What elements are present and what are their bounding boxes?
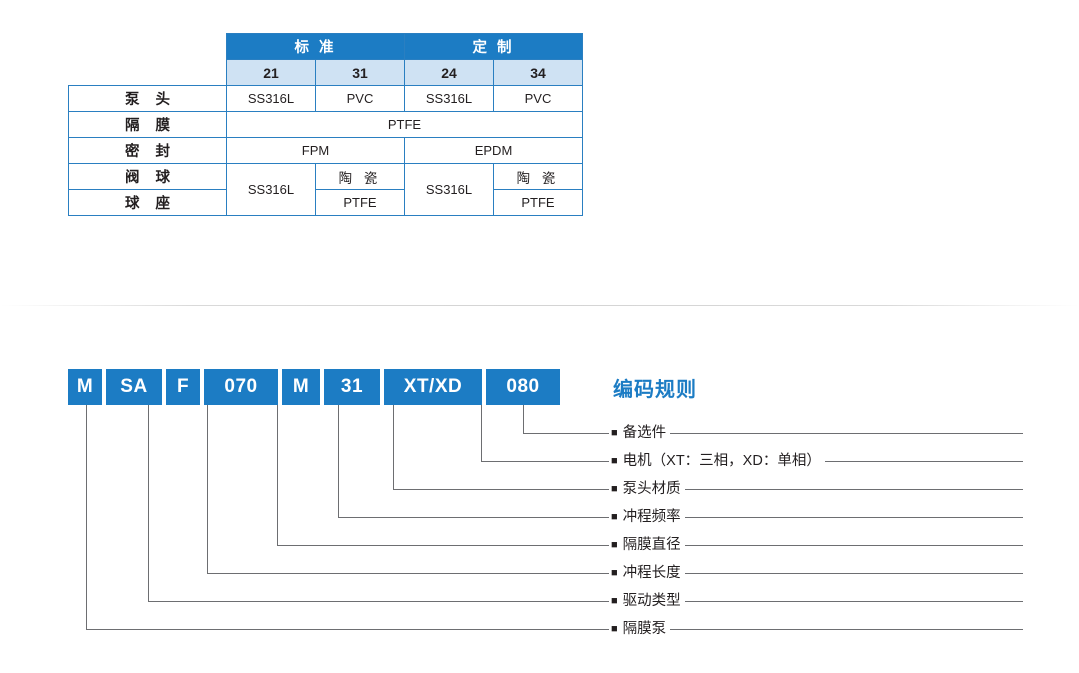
table-row: 球 座 PTFE PTFE — [68, 189, 583, 216]
table-row: 密 封 FPM EPDM — [68, 137, 583, 164]
legend-text-8: 隔膜泵 — [622, 621, 667, 637]
cell-valveball-21-seat: SS316L — [226, 163, 316, 216]
cell-pumphead-21: SS316L — [226, 85, 316, 112]
bullet-square-icon: ■ — [611, 427, 618, 439]
code-segment-2: SA — [106, 369, 162, 405]
code-segment-6: 31 — [324, 369, 380, 405]
legend-item-pump-head-material: ■ 泵头材质 — [609, 481, 685, 498]
code-segment-4: 070 — [204, 369, 278, 405]
table-row: 隔 膜 PTFE — [68, 111, 583, 138]
bullet-square-icon: ■ — [611, 483, 618, 495]
legend-item-stroke-length: ■ 冲程长度 — [609, 565, 685, 582]
group-header-custom: 定 制 — [404, 33, 583, 60]
table-corner-empty-2 — [69, 60, 227, 86]
material-spec-table: 标 准 定 制 21 31 24 34 泵 头 SS316L PVC SS316… — [68, 33, 583, 216]
row-label-ball-seat: 球 座 — [68, 189, 227, 216]
code-header-34: 34 — [493, 59, 583, 86]
bullet-square-icon: ■ — [611, 623, 618, 635]
legend-text-2: 电机（XT：三相，XD：单相） — [622, 453, 821, 469]
code-segment-3: F — [166, 369, 200, 405]
row-label-seal: 密 封 — [68, 137, 227, 164]
cell-valveball-24-seat: SS316L — [404, 163, 494, 216]
cell-ballseat-31: PTFE — [315, 189, 405, 216]
cell-ballseat-34: PTFE — [493, 189, 583, 216]
legend-text-3: 泵头材质 — [622, 481, 681, 497]
code-header-21: 21 — [226, 59, 316, 86]
table-row: 泵 头 SS316L PVC SS316L PVC — [68, 85, 583, 112]
bullet-square-icon: ■ — [611, 539, 618, 551]
table-corner-empty — [69, 34, 227, 60]
bullet-square-icon: ■ — [611, 455, 618, 467]
cell-seal-custom: EPDM — [404, 137, 583, 164]
legend-text-7: 驱动类型 — [622, 593, 681, 609]
table-group-header-row: 标 准 定 制 — [69, 33, 583, 60]
leader-vertical-5 — [277, 405, 278, 545]
code-segment-5: M — [282, 369, 320, 405]
cell-pumphead-34: PVC — [493, 85, 583, 112]
legend-item-stroke-frequency: ■ 冲程频率 — [609, 509, 685, 526]
row-label-diaphragm: 隔 膜 — [68, 111, 227, 138]
legend-text-1: 备选件 — [622, 425, 667, 441]
table-code-header-row: 21 31 24 34 — [69, 59, 583, 86]
bullet-square-icon: ■ — [611, 595, 618, 607]
cell-pumphead-31: PVC — [315, 85, 405, 112]
code-segment-8: 080 — [486, 369, 560, 405]
cell-valveball-31: 陶 瓷 — [315, 163, 405, 190]
cell-diaphragm-all: PTFE — [226, 111, 583, 138]
leader-horizontal-1 — [523, 433, 1023, 434]
row-label-pump-head: 泵 头 — [68, 85, 227, 112]
leader-vertical-4 — [338, 405, 339, 517]
legend-title: 编码规则 — [613, 379, 697, 401]
leader-horizontal-3 — [393, 489, 1023, 490]
legend-item-optional-parts: ■ 备选件 — [609, 425, 671, 442]
legend-text-5: 隔膜直径 — [622, 537, 681, 553]
code-header-24: 24 — [404, 59, 494, 86]
code-segment-1: M — [68, 369, 102, 405]
legend-item-diaphragm-pump: ■ 隔膜泵 — [609, 621, 671, 638]
leader-vertical-8 — [86, 405, 87, 629]
cell-seal-standard: FPM — [226, 137, 405, 164]
code-header-31: 31 — [315, 59, 405, 86]
leader-vertical-7 — [148, 405, 149, 601]
group-header-standard: 标 准 — [226, 33, 405, 60]
section-divider — [0, 305, 1079, 306]
leader-horizontal-7 — [148, 601, 1023, 602]
legend-item-drive-type: ■ 驱动类型 — [609, 593, 685, 610]
bullet-square-icon: ■ — [611, 567, 618, 579]
cell-valveball-34: 陶 瓷 — [493, 163, 583, 190]
bullet-square-icon: ■ — [611, 511, 618, 523]
leader-vertical-3 — [393, 405, 394, 489]
row-label-valve-ball: 阀 球 — [68, 163, 227, 190]
table-row: 阀 球 SS316L 陶 瓷 SS316L 陶 瓷 — [68, 163, 583, 216]
leader-vertical-1 — [523, 405, 524, 433]
legend-text-6: 冲程长度 — [622, 565, 681, 581]
legend-item-diaphragm-diameter: ■ 隔膜直径 — [609, 537, 685, 554]
code-segment-7: XT/XD — [384, 369, 482, 405]
cell-pumphead-24: SS316L — [404, 85, 494, 112]
legend-item-motor: ■ 电机（XT：三相，XD：单相） — [609, 453, 825, 470]
leader-horizontal-8 — [86, 629, 1023, 630]
leader-vertical-2 — [481, 405, 482, 461]
legend-text-4: 冲程频率 — [622, 509, 681, 525]
leader-vertical-6 — [207, 405, 208, 573]
